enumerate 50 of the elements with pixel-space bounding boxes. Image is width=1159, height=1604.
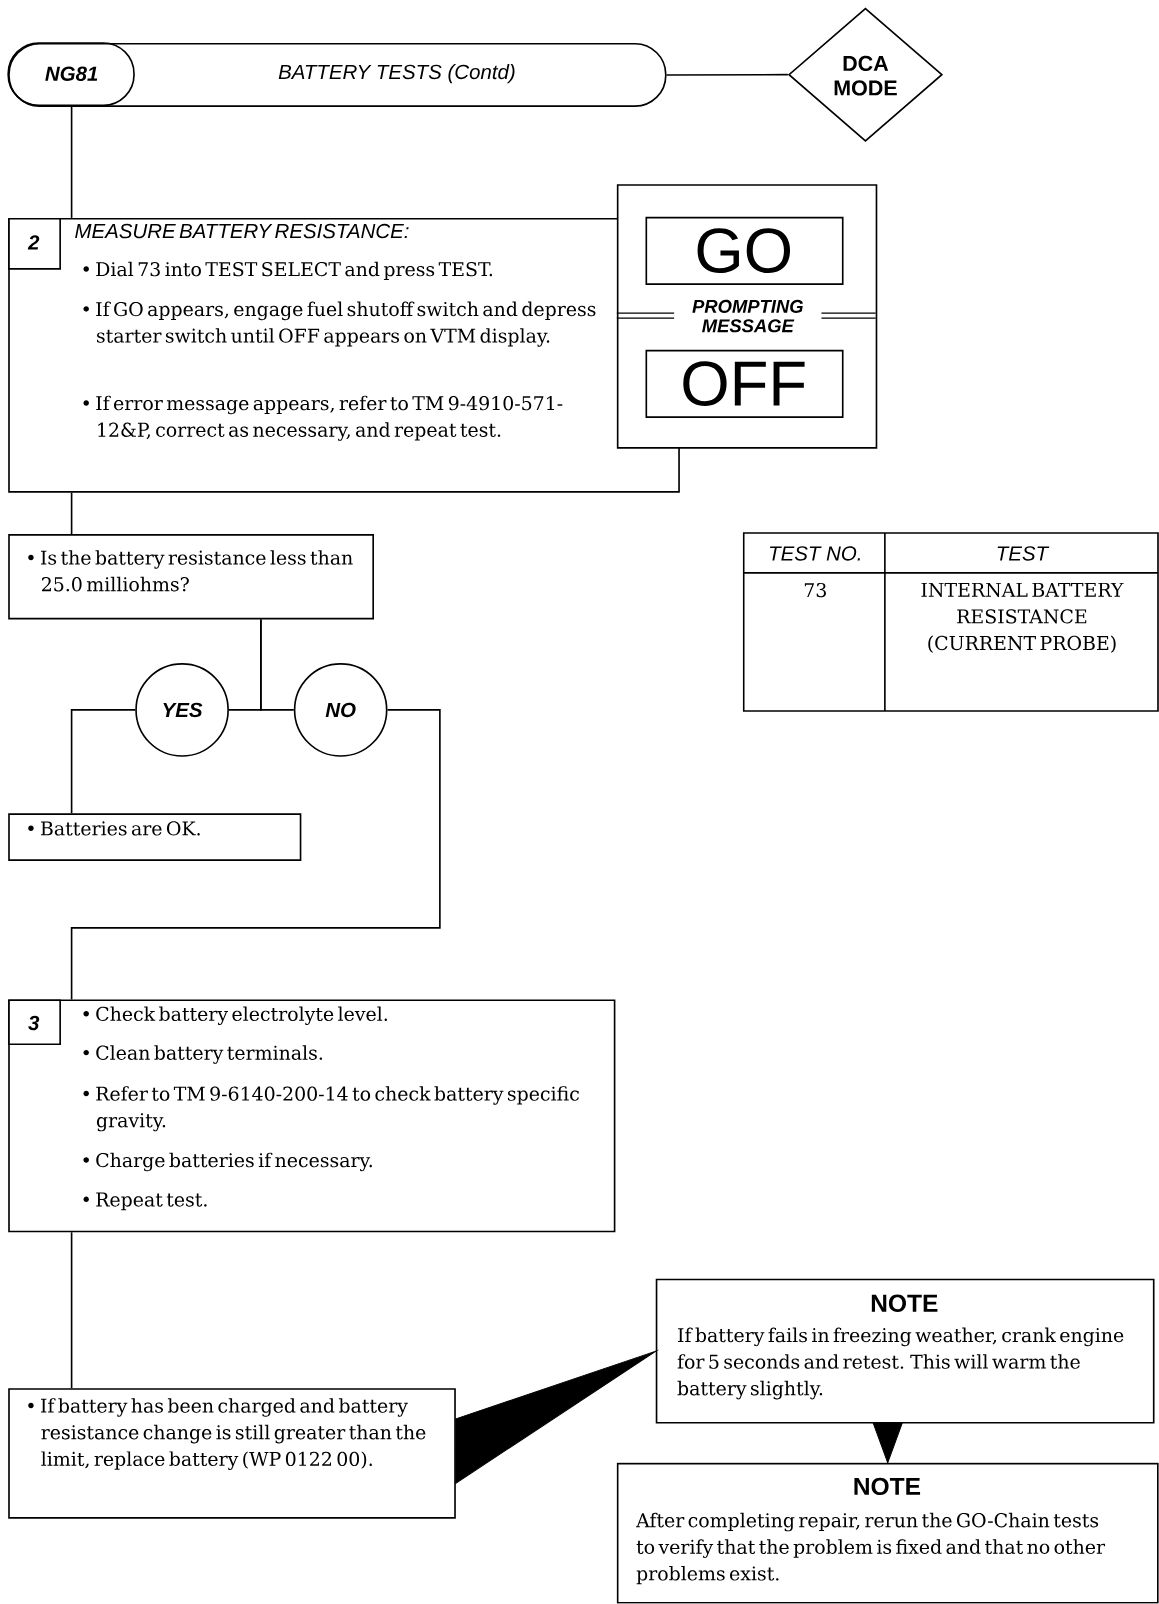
note-box [616,1462,1159,1604]
bullet-item: • Refer to TM 9-6140-200-14 to check battery specific gravity. [83,1086,579,1132]
answer-circle [135,663,229,757]
header-band [7,42,667,107]
connector-line [665,73,789,76]
answer-label: YES [163,702,203,718]
bullet-item: • Charge batteries if necessary. [83,1152,372,1172]
connector-line [260,618,295,711]
question-box [8,534,374,620]
step-number: 3 [28,1015,40,1031]
table-cell: INTERNAL BATTERY RESISTANCE (CURRENT PROBE) [921,582,1124,653]
step-number-box [8,217,61,270]
display-text: GO [697,228,790,274]
action-text: • If battery has been charged and battery resistance change is still greater than the limit, replace battery (WP 0122 00). [28,1398,426,1470]
mode-label: DCA MODE [834,55,897,96]
bullet-item: • If error message appears, refer to TM 9-4910-571-12&P, correct as necessary, and repeat test. [83,395,563,441]
step-number-box [8,999,61,1046]
bullet-item: • Repeat test. [83,1192,207,1211]
display-window [645,349,844,418]
result-box [8,813,302,861]
display-text: OFF [683,361,805,407]
action-box [8,1388,456,1519]
table-header: TEST [997,546,1050,561]
note-text: After completing repair, rerun the GO-Chain tests to verify that the problem is fixed and that no other problems exist. [635,1512,1106,1585]
bullet-item: • If GO appears, engage fuel shutoff switch and depress starter switch until OFF appears on VTM display. [83,301,596,347]
bullet-item: • Dial 73 into TEST SELECT and press TEST. [83,261,493,280]
connector-line [70,709,441,1001]
table-header: TEST NO. [770,546,860,561]
header-code: NG81 [45,66,98,81]
table-cell: 73 [804,582,826,598]
note-heading: NOTE [854,1477,921,1496]
answer-circle [293,663,388,757]
result-text: • Batteries are OK. [28,821,200,836]
step-heading: MEASURE BATTERY RESISTANCE: [75,223,409,239]
connector-line [70,1231,73,1389]
connector-line [70,709,137,815]
display-window [645,216,844,285]
bullet-item: • Check battery electrolyte level. [83,1006,387,1025]
note-text: If battery fails in freezing weather, crank engine for 5 seconds and retest. This will warm the battery slightly. [677,1327,1124,1400]
step-number: 2 [27,235,40,250]
connector-line [70,491,73,535]
header-title: BATTERY TESTS (Contd) [278,64,515,84]
answer-label: NO [325,702,356,718]
prompt-label: PROMPTING MESSAGE [674,297,822,335]
bullet-item: • Clean battery terminals. [83,1045,323,1064]
question-text: • Is the battery resistance less than 25.0 milliohms? [28,550,353,592]
connector-line [70,106,73,219]
note-heading: NOTE [871,1294,938,1312]
note-box [655,1278,1155,1424]
callout-pointer [872,1423,903,1465]
